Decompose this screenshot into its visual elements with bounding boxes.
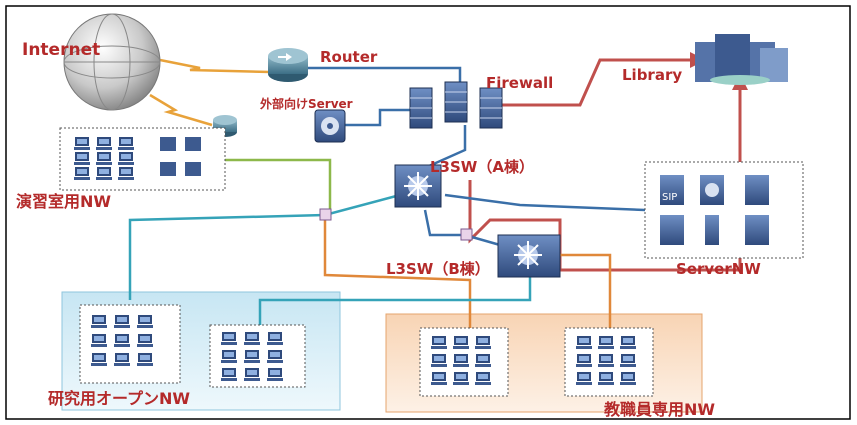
research-pc-group — [79, 304, 181, 384]
staff-nw-label: 教職員専用NW — [604, 400, 716, 419]
firewall-icon — [409, 81, 503, 129]
firewall-label: Firewall — [486, 74, 554, 92]
globe-icon — [63, 13, 161, 111]
server-icon — [314, 109, 346, 143]
l3sw-a-label: L3SW（A棟） — [430, 158, 534, 176]
staff-pc-group — [564, 327, 654, 397]
sip-label: SIP — [662, 192, 677, 203]
junction-box — [460, 228, 473, 241]
connection-lines — [128, 52, 748, 340]
internet-label: Internet — [22, 40, 101, 60]
training-room-label: 演習室用NW — [16, 192, 112, 211]
library-label: Library — [622, 66, 683, 84]
junction-box — [319, 208, 332, 221]
research-pc-group — [209, 324, 306, 388]
router-label: Router — [320, 48, 378, 66]
library-building-icon — [695, 34, 788, 85]
server-nw-group: SIP — [644, 161, 804, 259]
external-server-label: 外部向けServer — [260, 97, 353, 111]
l3-switch-icon — [394, 164, 442, 208]
staff-pc-group — [419, 327, 509, 397]
research-open-label: 研究用オープンNW — [48, 389, 191, 408]
l3sw-b-label: L3SW（B棟） — [386, 260, 490, 278]
l3-switch-icon — [497, 234, 561, 278]
training-room-pc-group — [59, 127, 226, 191]
router-icon — [268, 48, 308, 82]
server-nw-label: ServerNW — [676, 260, 761, 278]
